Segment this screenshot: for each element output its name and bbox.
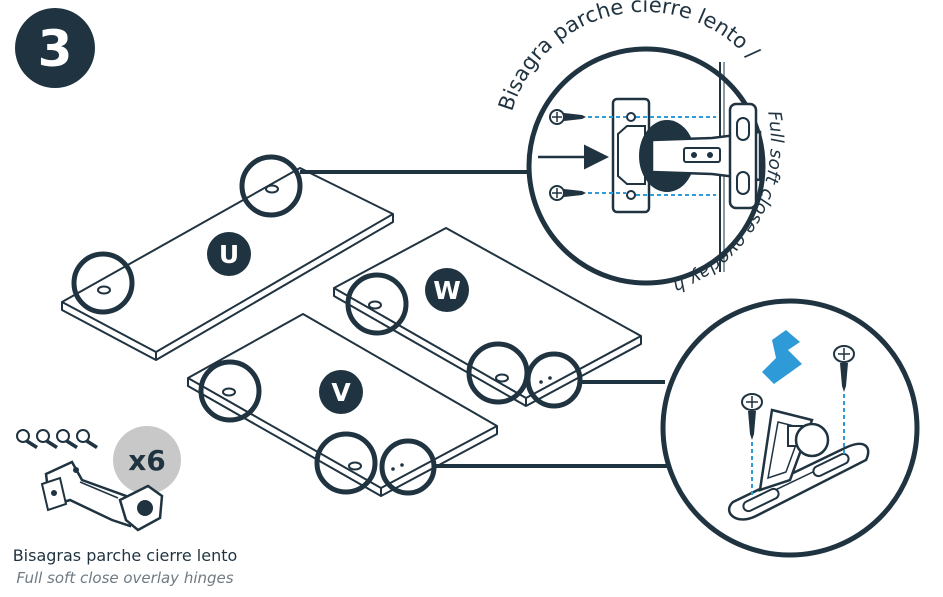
screw-icon [549,109,586,125]
panel-w: W [333,227,642,409]
screw-icon [76,429,98,449]
hinge-detail-zoom [526,46,766,286]
hinge-callout-circle [198,359,262,423]
screw-icon [16,429,38,449]
hinge-callout-circle [314,431,378,495]
mounting-detail-zoom [660,298,920,558]
quantity-label: x6 [128,444,166,477]
panel-letter-w: W [433,276,461,305]
quantity-badge [113,426,181,494]
kit-caption-es: Bisagras parche cierre lento [12,546,238,565]
screw-icon [36,429,58,449]
step-number: 3 [38,20,73,78]
hinge-callout-circle [239,154,303,218]
screw-icon [549,185,586,201]
screw-icon [833,345,855,392]
screw-icon [741,393,763,440]
step-badge: 3 [15,8,95,88]
hinge-callout-circle [71,251,135,315]
kit-caption-en: Full soft close overlay hinges [16,569,234,587]
leader-lines [300,170,668,468]
down-arrow-icon [762,330,802,384]
screw-icon [56,429,78,449]
panel-letter-v: V [331,378,351,407]
panel-v: V [187,313,498,497]
panel-letter-u: U [219,240,239,269]
panel-u: U [61,154,394,361]
hinge-kit: x6 [16,426,181,532]
hinge-callout-circle [345,272,409,336]
